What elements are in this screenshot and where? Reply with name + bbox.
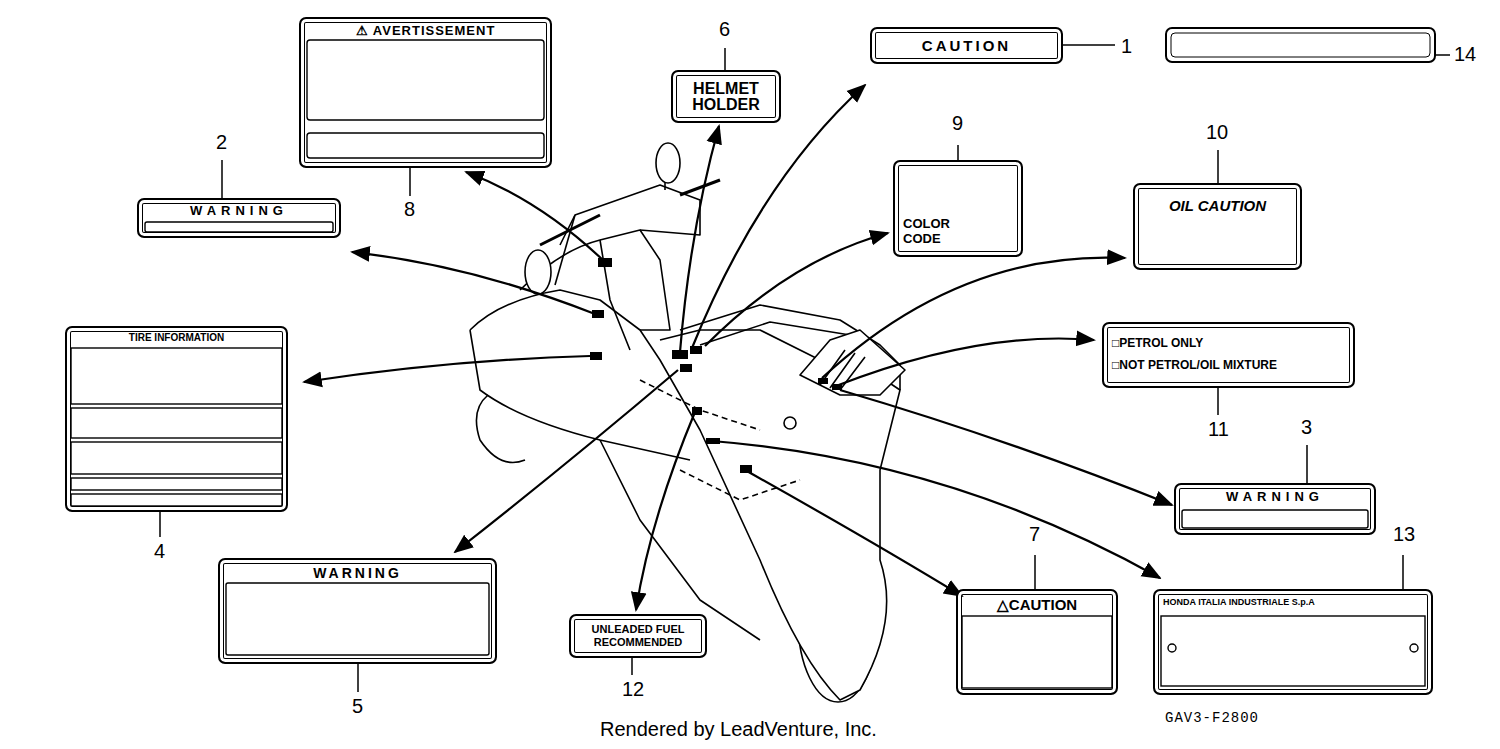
label-text: □NOT PETROL/OIL MIXTURE [1112, 359, 1277, 373]
caution-label: △CAUTION [956, 589, 1118, 695]
color-code-label: COLOR CODE [893, 160, 1023, 257]
label-text: CAUTION [922, 37, 1011, 54]
unleaded-fuel-label: UNLEADED FUEL RECOMMENDED [569, 614, 707, 658]
label-text: TIRE INFORMATION [129, 332, 224, 344]
label-text: OIL CAUTION [1169, 197, 1266, 214]
callout-number: 6 [717, 18, 732, 40]
label-text: HONDA ITALIA INDUSTRIALE S.p.A [1163, 597, 1315, 607]
label-text: WARNING [190, 204, 288, 219]
callout-number: 12 [620, 678, 646, 700]
callout-number: 13 [1391, 523, 1417, 545]
label-text: UNLEADED FUEL RECOMMENDED [579, 623, 697, 648]
callout-number: 8 [402, 198, 417, 220]
drawing-code: GAV3-F2800 [1163, 711, 1261, 726]
label-text: COLOR CODE [903, 217, 983, 247]
watermark-text: Rendered by LeadVenture, Inc. [598, 718, 879, 740]
callout-number: 9 [950, 112, 965, 134]
manufacturer-plate: HONDA ITALIA INDUSTRIALE S.p.A [1153, 589, 1433, 695]
warning-label: WARNING [137, 198, 341, 238]
callout-number: 14 [1452, 43, 1478, 65]
callout-number: 11 [1206, 418, 1231, 440]
warning-label: WARNING [1174, 483, 1376, 535]
caution-label: CAUTION [870, 27, 1063, 64]
callout-number: 4 [152, 540, 167, 562]
callout-number: 3 [1299, 416, 1314, 438]
label-text: HELMET HOLDER [691, 81, 761, 113]
label-text: ⚠ AVERTISSEMENT [356, 24, 496, 39]
callout-number: 2 [214, 131, 229, 153]
tire-information-label: TIRE INFORMATION [65, 326, 288, 512]
oil-caution-label: OIL CAUTION [1133, 183, 1302, 270]
helmet-holder-label: HELMET HOLDER [671, 70, 781, 123]
fuel-label: □PETROL ONLY □NOT PETROL/OIL MIXTURE [1102, 322, 1355, 388]
callout-number: 10 [1204, 121, 1230, 143]
callout-number: 1 [1119, 35, 1134, 57]
warning-label: WARNING [218, 558, 497, 664]
label-text: □PETROL ONLY [1112, 337, 1203, 351]
label-text: WARNING [1226, 490, 1324, 505]
label-text: WARNING [313, 565, 402, 581]
label-text: △CAUTION [997, 596, 1077, 613]
callout-number: 5 [350, 695, 365, 717]
warning-label-fr: ⚠ AVERTISSEMENT [299, 17, 552, 168]
callout-number: 7 [1027, 523, 1042, 545]
